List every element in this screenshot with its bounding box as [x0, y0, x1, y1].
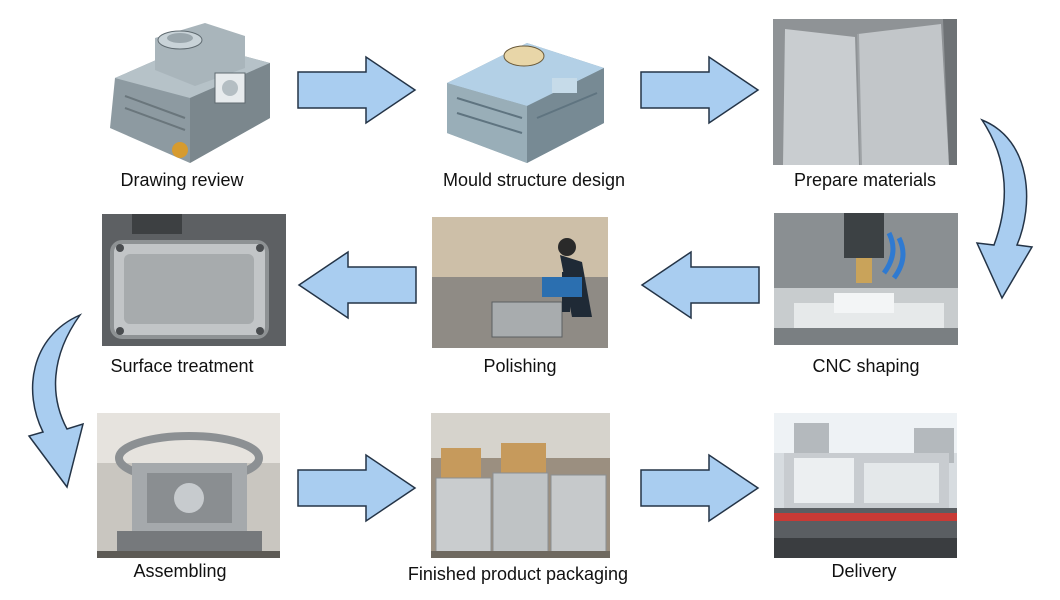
packaged-pallets-photo — [431, 413, 610, 558]
delivery-truck-photo — [774, 413, 957, 558]
assembled-mould-photo — [97, 413, 280, 558]
left-arrow-icon — [296, 250, 418, 320]
steel-plates-photo — [773, 19, 957, 165]
right-arrow-icon — [296, 55, 418, 125]
cnc-machine-photo — [774, 213, 958, 345]
cad-housing-icon — [95, 18, 285, 166]
right-arrow-icon — [296, 453, 418, 523]
right-arrow-icon — [639, 453, 761, 523]
step-label: Assembling — [133, 561, 227, 581]
right-arrow-icon — [639, 55, 761, 125]
step-label: Finished product packaging — [407, 564, 629, 584]
curved-down-arrow-icon — [5, 312, 85, 492]
step-label: Delivery — [831, 561, 897, 581]
treated-mould-photo — [102, 214, 286, 346]
mould-cad-icon — [432, 18, 620, 166]
curved-down-arrow-icon — [972, 115, 1052, 305]
step-label: Mould structure design — [442, 170, 626, 190]
polishing-photo — [432, 217, 608, 348]
left-arrow-icon — [639, 250, 761, 320]
step-label: Prepare materials — [793, 170, 937, 190]
step-label: Drawing review — [120, 170, 244, 190]
step-label: Surface treatment — [110, 356, 254, 376]
step-label: Polishing — [483, 356, 557, 376]
step-label: CNC shaping — [812, 356, 920, 376]
